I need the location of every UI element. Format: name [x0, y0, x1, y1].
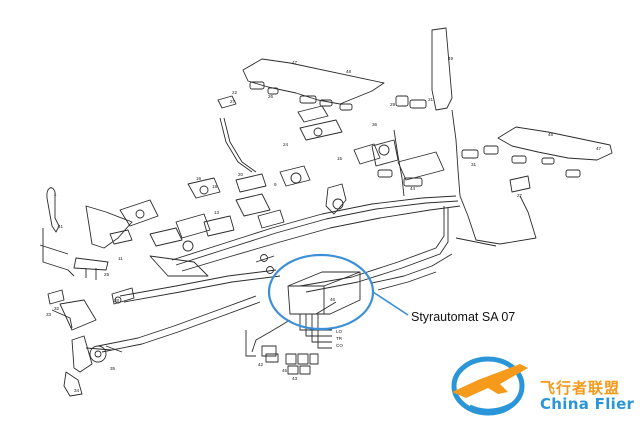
label-lo: LO	[336, 329, 343, 334]
control-stick	[46, 187, 60, 233]
label-33: 33	[46, 312, 52, 317]
label-9: 9	[274, 182, 277, 187]
label-29: 29	[390, 102, 396, 107]
cockpit-mechanism	[73, 199, 275, 280]
label-tr: TR	[336, 336, 343, 341]
left-elevator-mechanism	[217, 81, 353, 141]
label-20: 20	[238, 172, 244, 177]
label-21: 21	[428, 97, 434, 102]
label-46: 46	[330, 297, 336, 302]
label-27-left: 27	[230, 99, 236, 104]
label-22: 22	[232, 90, 238, 95]
label-26: 26	[268, 94, 274, 99]
autopilot-highlight-circle	[267, 253, 409, 331]
label-18: 18	[212, 184, 218, 189]
label-48-left: 48	[346, 69, 352, 74]
autopilot-box	[287, 271, 361, 315]
label-28: 28	[114, 298, 120, 303]
rudder-pedals	[47, 287, 135, 331]
vertical-fin	[431, 27, 453, 111]
label-13: 13	[214, 210, 220, 215]
label-47-left: 47	[292, 60, 298, 65]
label-24: 24	[283, 142, 289, 147]
label-15: 15	[337, 156, 343, 161]
label-1: 1	[54, 192, 57, 197]
label-47-right: 47	[596, 146, 602, 151]
control-panel-boxes	[261, 345, 319, 375]
label-41: 41	[58, 224, 64, 229]
label-16: 16	[196, 176, 202, 181]
label-11: 11	[118, 256, 123, 261]
watermark-chinese-text: 飞行者联盟	[540, 379, 621, 397]
left-stabilizer	[242, 58, 385, 105]
label-42: 42	[258, 362, 264, 367]
label-48-right: 48	[548, 132, 554, 137]
label-27-right: 27	[517, 193, 523, 198]
mid-fuselage-mechanism	[187, 143, 381, 237]
label-35: 35	[110, 366, 116, 371]
right-stabilizer	[497, 126, 613, 161]
label-34: 34	[74, 388, 80, 393]
label-31: 31	[471, 162, 477, 167]
right-elevator-mechanism	[461, 145, 581, 193]
label-32: 32	[54, 306, 60, 311]
label-36: 36	[372, 122, 378, 127]
fin-rudder-mechanism	[371, 95, 445, 187]
label-44: 44	[410, 186, 416, 191]
autopilot-callout-label: Styrautomat SA 07	[411, 310, 516, 324]
canard-fin	[85, 205, 133, 249]
brand-logo-icon	[451, 356, 528, 416]
label-49: 49	[448, 56, 454, 61]
watermark-english-text: China Flier	[540, 395, 635, 413]
servo-actuator	[63, 335, 123, 397]
label-45: 45	[282, 368, 288, 373]
label-co: CO	[336, 343, 343, 348]
label-25: 25	[104, 272, 110, 277]
label-43: 43	[292, 376, 298, 381]
